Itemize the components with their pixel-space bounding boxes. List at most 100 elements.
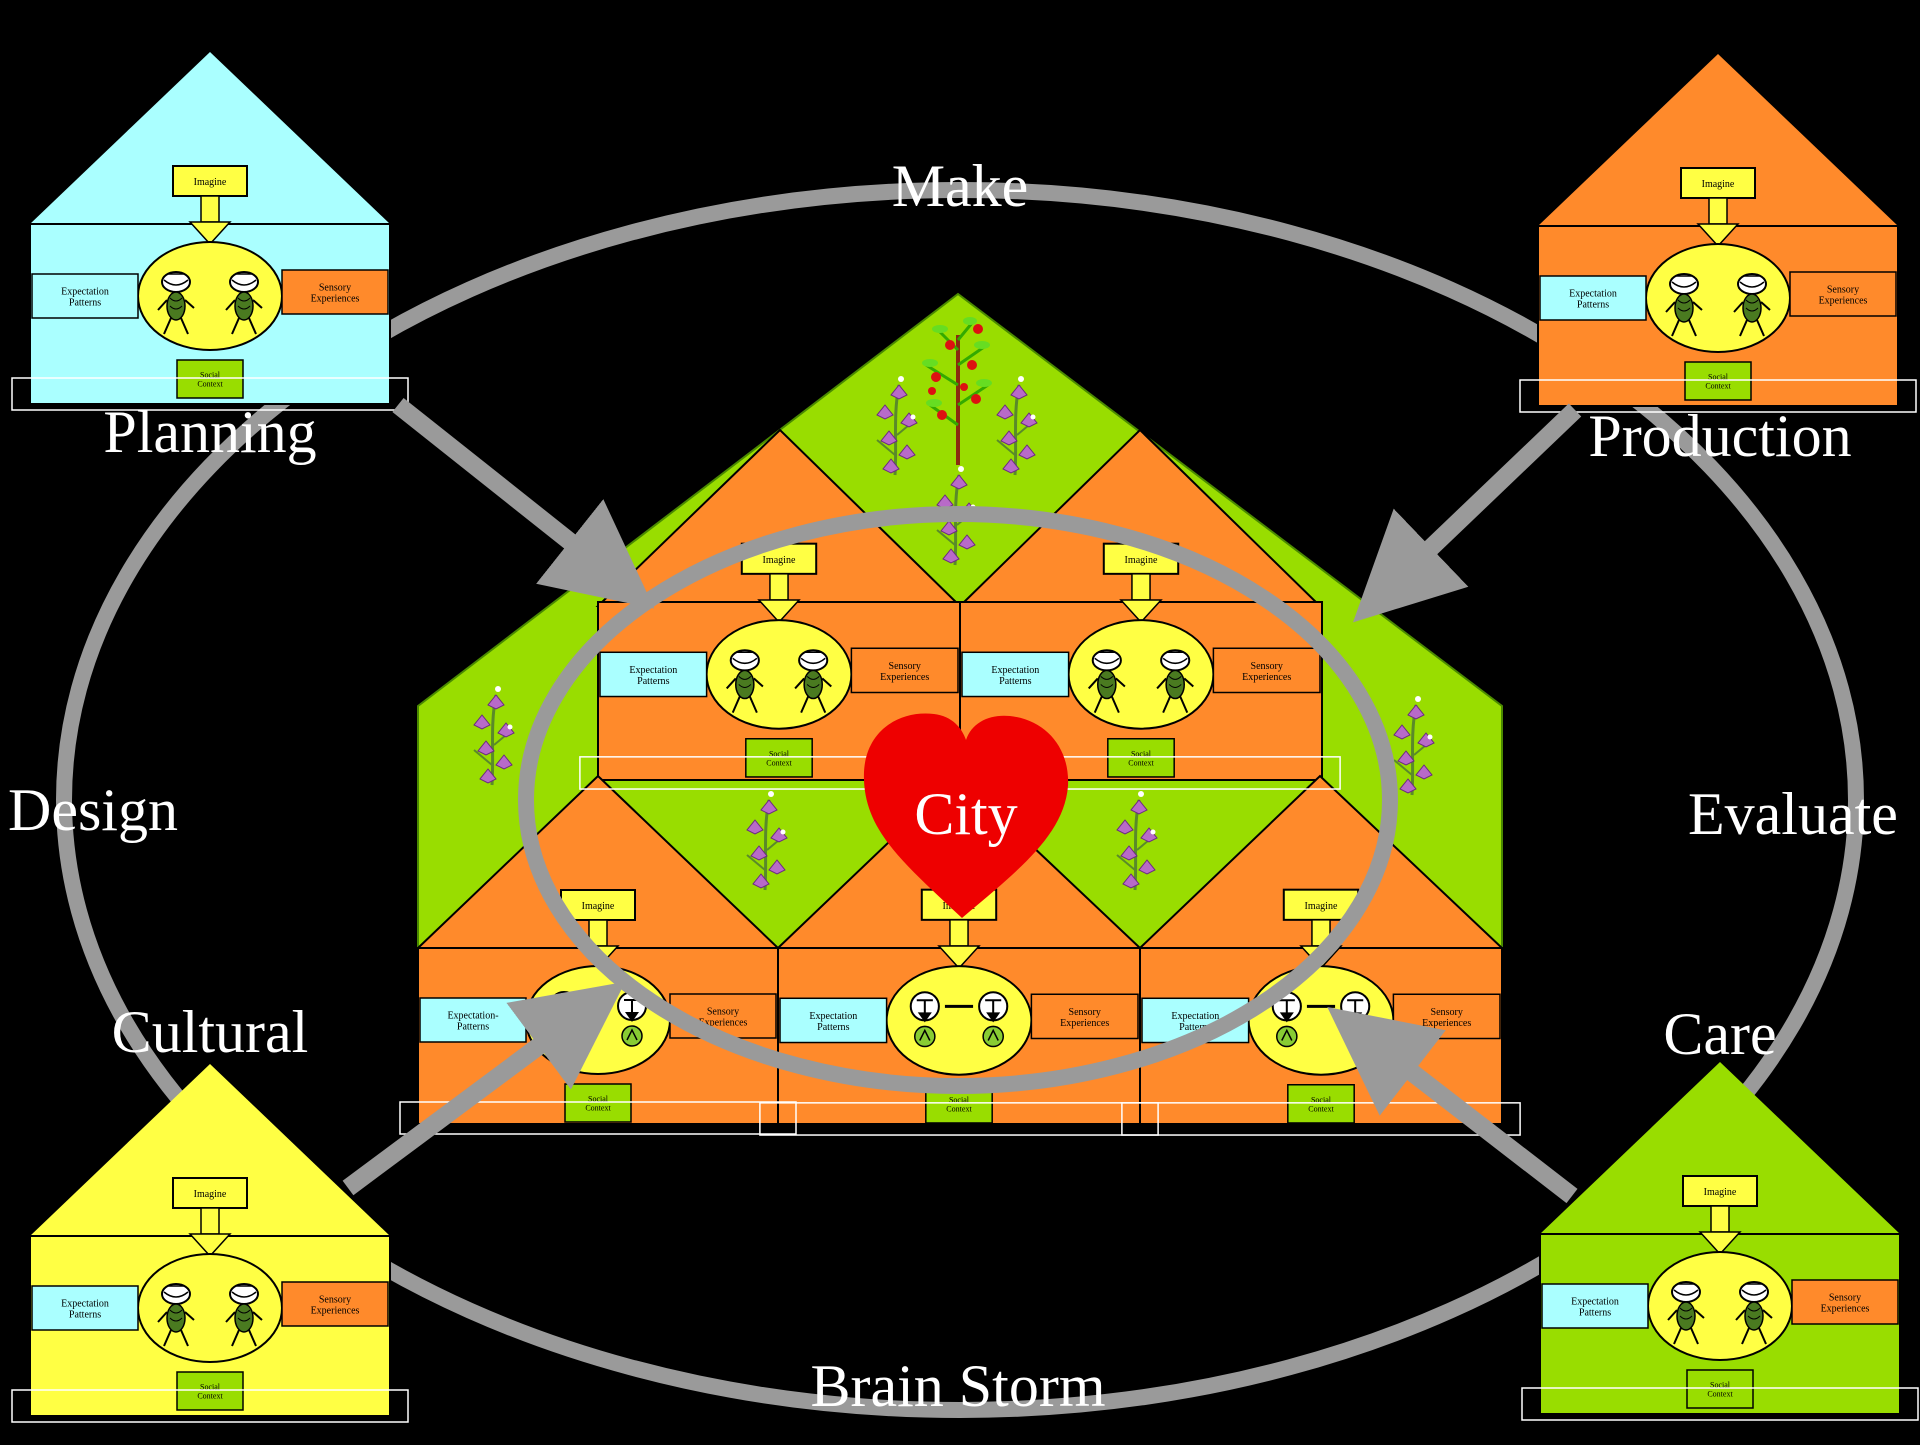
arrow-icon bbox=[1698, 1231, 1742, 1256]
outer-cycle-ring bbox=[56, 182, 1864, 1418]
imagine-box: Imagine bbox=[172, 165, 248, 197]
label-frame bbox=[759, 1102, 1159, 1136]
mind-ellipse bbox=[1645, 243, 1791, 353]
label-production: Production bbox=[1588, 403, 1851, 469]
label-make: Make bbox=[892, 153, 1029, 219]
label-frame bbox=[1521, 1387, 1919, 1421]
svg-text:Imagine: Imagine bbox=[582, 901, 615, 912]
label-design: Design bbox=[8, 777, 178, 843]
label-frame bbox=[1519, 379, 1917, 413]
mind-ellipse bbox=[705, 619, 853, 730]
expectation-box: Expectation-Patterns bbox=[419, 997, 527, 1043]
svg-text:Imagine: Imagine bbox=[194, 1189, 227, 1200]
label-frame bbox=[399, 1101, 797, 1135]
mind-ellipse bbox=[1647, 1251, 1793, 1361]
mind-ellipse bbox=[1067, 619, 1215, 730]
label-frame bbox=[1121, 1102, 1521, 1136]
arrow-icon bbox=[757, 599, 801, 624]
imagine-box: Imagine bbox=[172, 1177, 248, 1209]
inner-cycle-ring bbox=[518, 506, 1398, 1094]
label-planning: Planning bbox=[103, 399, 316, 465]
mind-ellipse bbox=[137, 1253, 283, 1363]
arrow-icon bbox=[1352, 403, 1582, 623]
arrow-icon bbox=[188, 1233, 232, 1258]
tree-icon bbox=[922, 317, 992, 465]
heart-label: City bbox=[914, 781, 1017, 847]
label-evaluate: Evaluate bbox=[1688, 781, 1898, 847]
mind-ellipse bbox=[885, 965, 1033, 1076]
center-unit-bottom-middle: ImagineExpectationPatternsSensoryExperie… bbox=[759, 888, 1159, 1136]
mind-ellipse bbox=[137, 241, 283, 351]
arrow-icon bbox=[1119, 599, 1163, 624]
label-cultural: Cultural bbox=[112, 999, 309, 1065]
label-brain-storm: Brain Storm bbox=[811, 1353, 1106, 1419]
svg-text:Imagine: Imagine bbox=[1305, 901, 1338, 912]
imagine-box: Imagine bbox=[1682, 1175, 1758, 1207]
arrow-icon bbox=[1696, 223, 1740, 248]
svg-text:Expectation-Patterns: Expectation-Patterns bbox=[447, 1011, 498, 1033]
svg-text:Imagine: Imagine bbox=[1704, 1187, 1737, 1198]
svg-text:Imagine: Imagine bbox=[194, 177, 227, 188]
city-heart: City bbox=[863, 713, 1069, 918]
label-frame bbox=[11, 1389, 409, 1423]
svg-text:Imagine: Imagine bbox=[763, 555, 796, 566]
arrow-icon bbox=[342, 981, 626, 1196]
cycle-labels: Make Design Evaluate Brain Storm Plannin… bbox=[8, 153, 1898, 1419]
svg-text:Imagine: Imagine bbox=[1702, 179, 1735, 190]
flow-arrows bbox=[342, 397, 1582, 1204]
arrow-icon bbox=[188, 221, 232, 246]
label-frame bbox=[11, 377, 409, 411]
arrow-icon bbox=[1327, 1006, 1578, 1204]
svg-text:Imagine: Imagine bbox=[1125, 555, 1158, 566]
